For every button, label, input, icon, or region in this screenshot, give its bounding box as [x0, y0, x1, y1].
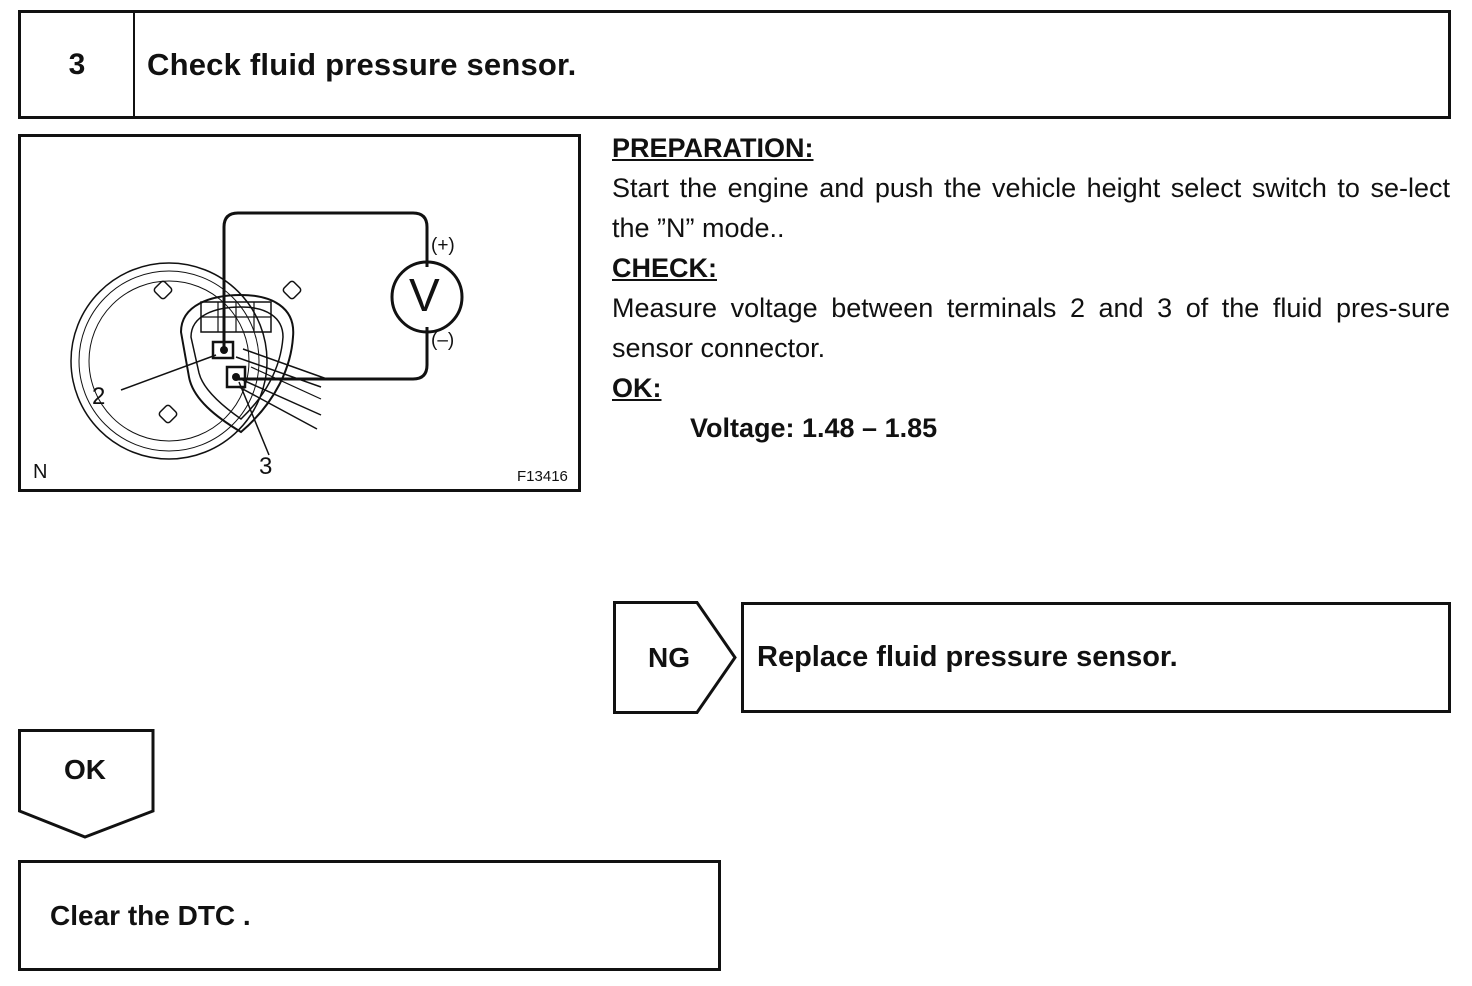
ng-arrow	[613, 601, 737, 714]
figure-code: F13416	[517, 468, 568, 485]
connector-illustration	[70, 211, 464, 460]
preparation-text: Start the engine and push the vehicle he…	[612, 173, 1450, 243]
ok-heading: OK:	[612, 373, 662, 403]
step-header: 3 Check fluid pressure sensor.	[18, 10, 1451, 119]
ok-spec: Voltage: 1.48 – 1.85	[690, 413, 938, 443]
instructions: PREPARATION: Start the engine and push t…	[612, 128, 1450, 448]
ok-label: OK	[64, 754, 106, 785]
ng-label: NG	[648, 641, 690, 673]
terminal-2-label: 2	[92, 383, 106, 410]
check-heading: CHECK:	[612, 253, 717, 283]
corner-label: N	[33, 461, 48, 483]
check-text: Measure voltage between terminals 2 and …	[612, 293, 1450, 363]
step-title: Check fluid pressure sensor.	[147, 46, 577, 82]
terminal-3-label: 3	[259, 453, 273, 480]
minus-terminal-label: (–)	[431, 330, 455, 351]
plus-terminal-label: (+)	[431, 235, 455, 256]
ng-action-box: Replace fluid pressure sensor.	[741, 602, 1451, 713]
voltmeter-symbol: V	[409, 269, 440, 321]
ok-arrow	[18, 729, 155, 839]
step-number: 3	[21, 13, 135, 116]
preparation-heading: PREPARATION:	[612, 133, 814, 163]
connector-diagram: V (+) (–) 2 3 N F13416	[18, 134, 581, 492]
ok-action-box: Clear the DTC .	[18, 860, 721, 971]
